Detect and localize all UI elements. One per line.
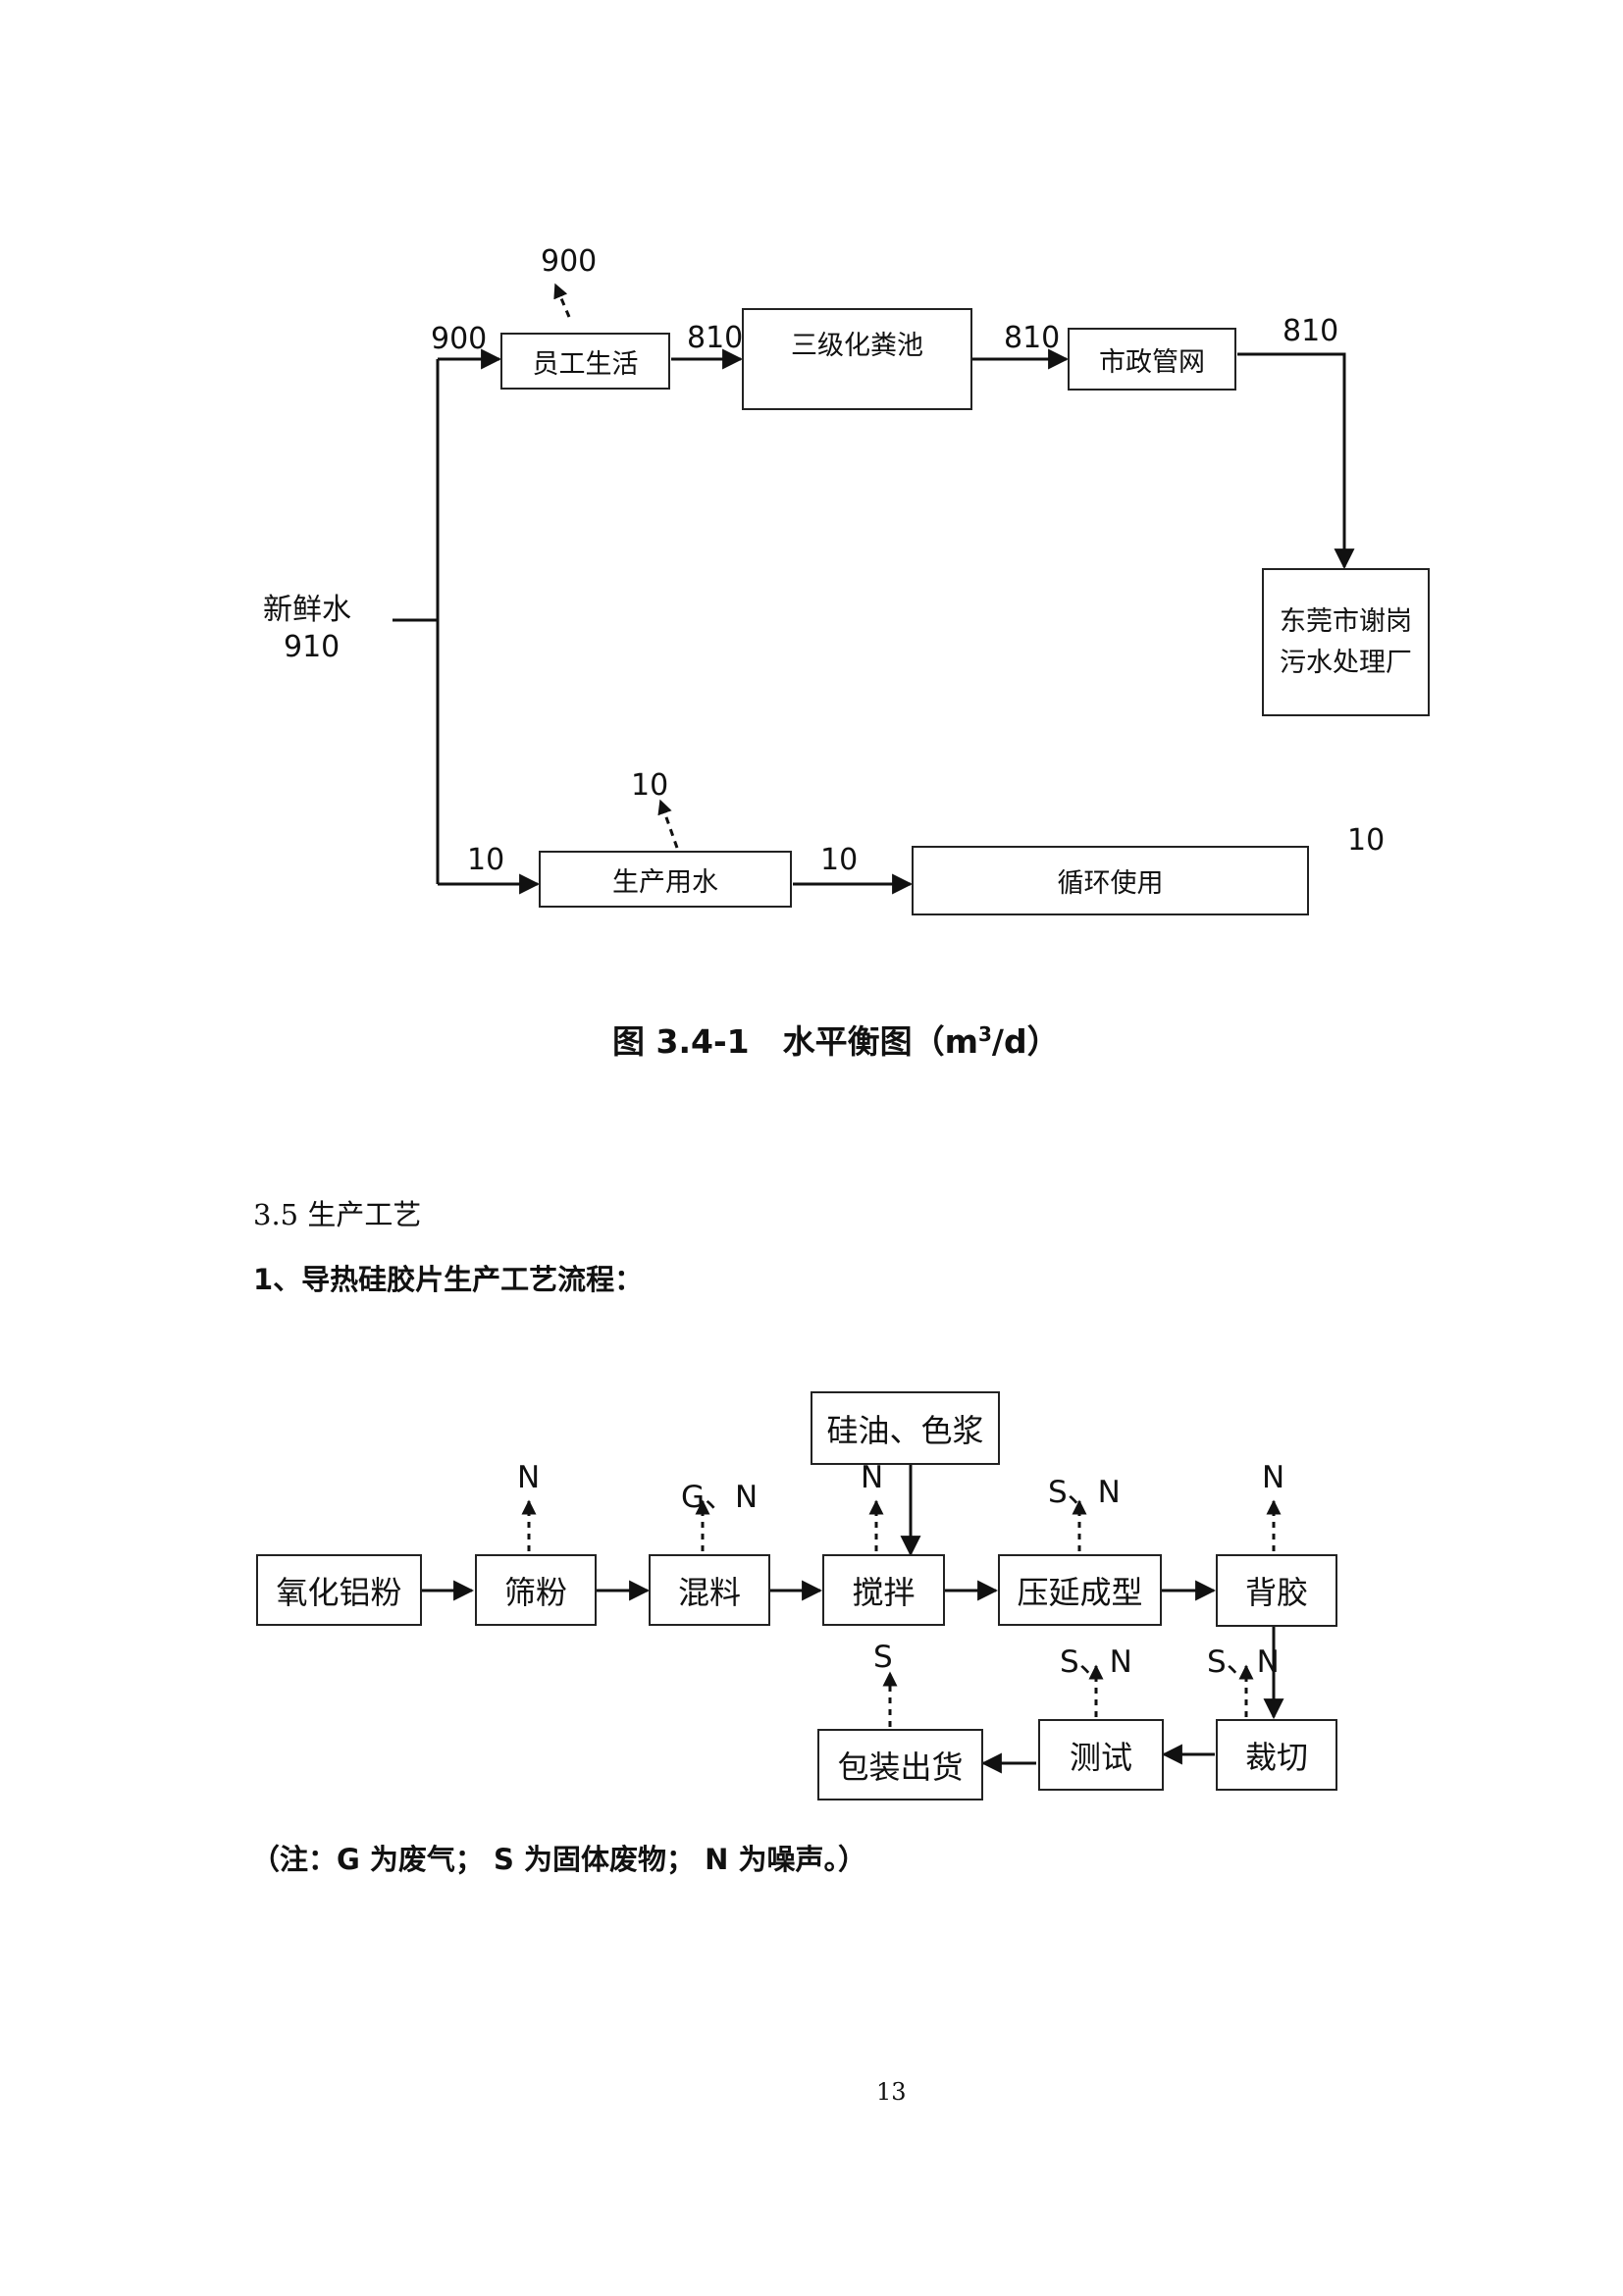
- figure-caption-prefix: 图 3.4-1: [612, 1022, 750, 1061]
- testing-emission-label: S、N: [1060, 1644, 1132, 1680]
- mixing-label: 混料: [677, 1573, 741, 1611]
- treatment-plant-label-line1: 东莞市谢岗: [1280, 605, 1412, 637]
- calendering-emission-label: S、N: [1048, 1475, 1121, 1510]
- production-loss-value: 10: [631, 768, 669, 803]
- process-emission-arrows: [521, 1499, 1282, 1727]
- to-staff-value: 900: [431, 322, 488, 356]
- sieving-emission-label: N: [517, 1460, 541, 1495]
- process-flow-connectors: [422, 1465, 1284, 1774]
- alumina-powder-label: 氧化铝粉: [276, 1573, 402, 1611]
- fresh-water-value: 910: [284, 630, 340, 664]
- recycle-value: 10: [1347, 823, 1386, 858]
- staff-life-label: 员工生活: [532, 348, 639, 380]
- production-loss-arrow: [657, 799, 679, 849]
- page-number: 13: [876, 2078, 907, 2106]
- figure-caption-superscript: 3: [978, 1022, 992, 1046]
- arrow-municipal-to-plant: [1237, 352, 1355, 570]
- packing-label: 包装出货: [837, 1748, 964, 1786]
- figure-caption-suffix: /d）: [991, 1022, 1060, 1061]
- backing-emission-label: N: [1262, 1460, 1285, 1495]
- septic-tank-label: 三级化粪池: [791, 331, 923, 361]
- water-balance-loss-arrows: [553, 283, 679, 849]
- legend-note: （注：G 为废气； S 为固体废物； N 为噪声。）: [251, 1843, 866, 1876]
- municipal-to-plant-value: 810: [1283, 314, 1339, 348]
- septic-to-municipal-value: 810: [1004, 321, 1061, 355]
- section-subheading: 1、导热硅胶片生产工艺流程：: [253, 1263, 644, 1296]
- municipal-network-box: 市政管网: [1068, 328, 1236, 391]
- stirring-emission-label: N: [861, 1460, 884, 1495]
- sieving-box: 筛粉: [475, 1554, 597, 1626]
- septic-tank-box: 三级化粪池: [742, 308, 972, 410]
- production-water-box: 生产用水: [539, 851, 792, 908]
- municipal-network-label: 市政管网: [1099, 346, 1205, 378]
- mixing-emission-label: G、N: [681, 1480, 759, 1515]
- section-heading: 3.5 生产工艺: [253, 1198, 422, 1231]
- stirring-label: 搅拌: [852, 1573, 916, 1611]
- fresh-water-label: 新鲜水: [263, 593, 351, 627]
- packing-emission-label: S: [873, 1640, 893, 1675]
- staff-to-septic-value: 810: [687, 321, 744, 355]
- mixing-box: 混料: [649, 1554, 770, 1626]
- calendering-box: 压延成型: [998, 1554, 1162, 1626]
- recycle-use-label: 循环使用: [1057, 868, 1164, 899]
- staff-life-box: 员工生活: [500, 333, 670, 390]
- stirring-box: 搅拌: [822, 1554, 945, 1626]
- adhesive-backing-label: 背胶: [1244, 1574, 1308, 1611]
- cutting-label: 裁切: [1244, 1738, 1308, 1776]
- cutting-emission-label: S、N: [1207, 1644, 1280, 1680]
- silicone-oil-box: 硅油、色浆: [811, 1391, 1000, 1465]
- silicone-oil-label: 硅油、色浆: [826, 1411, 984, 1449]
- alumina-powder-box: 氧化铝粉: [256, 1554, 422, 1626]
- adhesive-backing-box: 背胶: [1216, 1554, 1337, 1627]
- figure-caption: 图 3.4-1 水平衡图（m3/d）: [612, 1016, 1060, 1063]
- staff-loss-arrow: [553, 283, 571, 318]
- sieving-label: 筛粉: [503, 1573, 567, 1611]
- staff-loss-value: 900: [541, 244, 598, 279]
- production-to-recycle-value: 10: [820, 843, 859, 877]
- cutting-box: 裁切: [1216, 1719, 1337, 1791]
- treatment-plant-box: 东莞市谢岗 污水处理厂: [1262, 568, 1430, 716]
- packing-box: 包装出货: [817, 1729, 983, 1800]
- water-balance-connectors: [393, 348, 1355, 895]
- testing-label: 测试: [1069, 1738, 1132, 1776]
- recycle-use-box: 循环使用: [912, 846, 1309, 915]
- production-water-label: 生产用水: [612, 866, 718, 898]
- figure-caption-title: 水平衡图（m: [782, 1022, 978, 1061]
- testing-box: 测试: [1038, 1719, 1164, 1791]
- calendering-label: 压延成型: [1017, 1573, 1143, 1611]
- to-production-value: 10: [467, 843, 505, 877]
- treatment-plant-label-line2: 污水处理厂: [1280, 647, 1412, 678]
